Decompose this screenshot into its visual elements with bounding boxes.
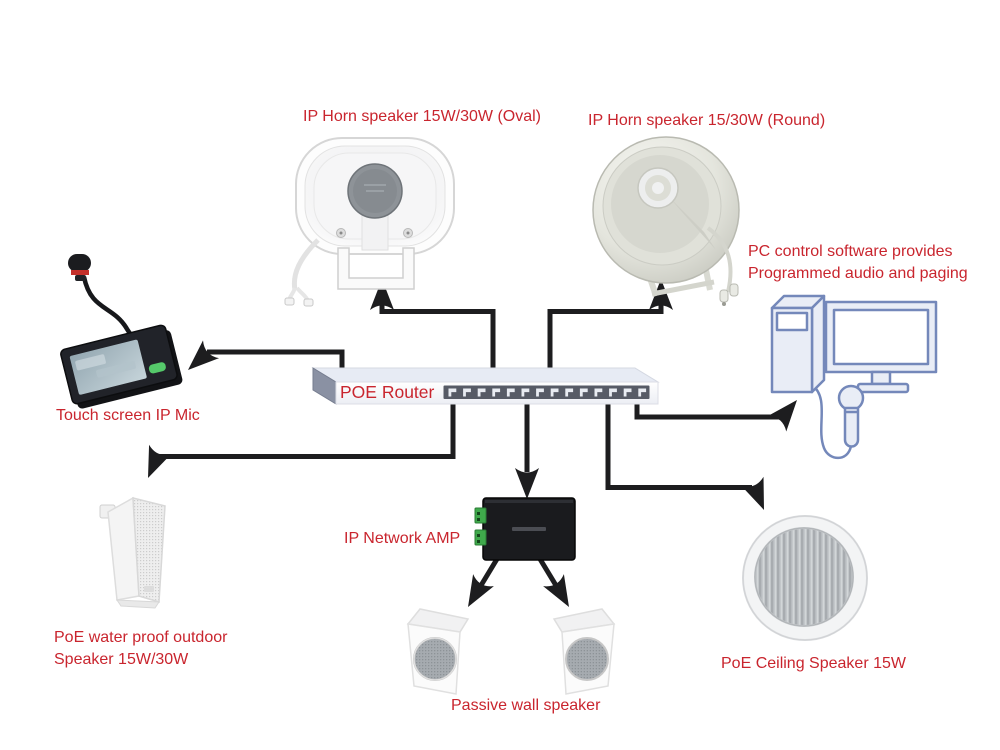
router-label: POE Router (340, 382, 435, 402)
horn-speaker-round-illustration (592, 136, 740, 306)
label-ceiling-speaker: PoE Ceiling Speaker 15W (721, 655, 906, 672)
touch-screen-mic-illustration (60, 254, 183, 409)
wall-speaker-left-illustration (406, 608, 470, 695)
label-horn-oval: IP Horn speaker 15W/30W (Oval) (303, 108, 542, 125)
label-touch-mic: Touch screen IP Mic (56, 407, 200, 424)
wall-speaker-right-illustration (552, 608, 616, 695)
label-outdoor-speaker-line2: Speaker 15W/30W (54, 651, 189, 668)
label-wall-speaker: Passive wall speaker (451, 697, 601, 714)
label-pc-software: PC control software provides Programmed … (748, 241, 968, 285)
label-outdoor-speaker-line1: PoE water proof outdoor (54, 629, 228, 646)
horn-speaker-oval-illustration (284, 137, 455, 307)
label-pc-software-line2: Programmed audio and paging (748, 265, 968, 282)
network-amp-illustration (474, 497, 576, 561)
label-network-amp: IP Network AMP (344, 530, 461, 547)
label-pc-software-line1: PC control software provides (748, 243, 953, 260)
poe-router-illustration (311, 367, 660, 405)
outdoor-speaker-illustration (99, 496, 166, 609)
ceiling-speaker-illustration (742, 515, 868, 641)
label-outdoor-speaker: PoE water proof outdoor Speaker 15W/30W (54, 627, 227, 671)
label-horn-round: IP Horn speaker 15/30W (Round) (588, 112, 826, 129)
pc-workstation-illustration (770, 294, 938, 460)
